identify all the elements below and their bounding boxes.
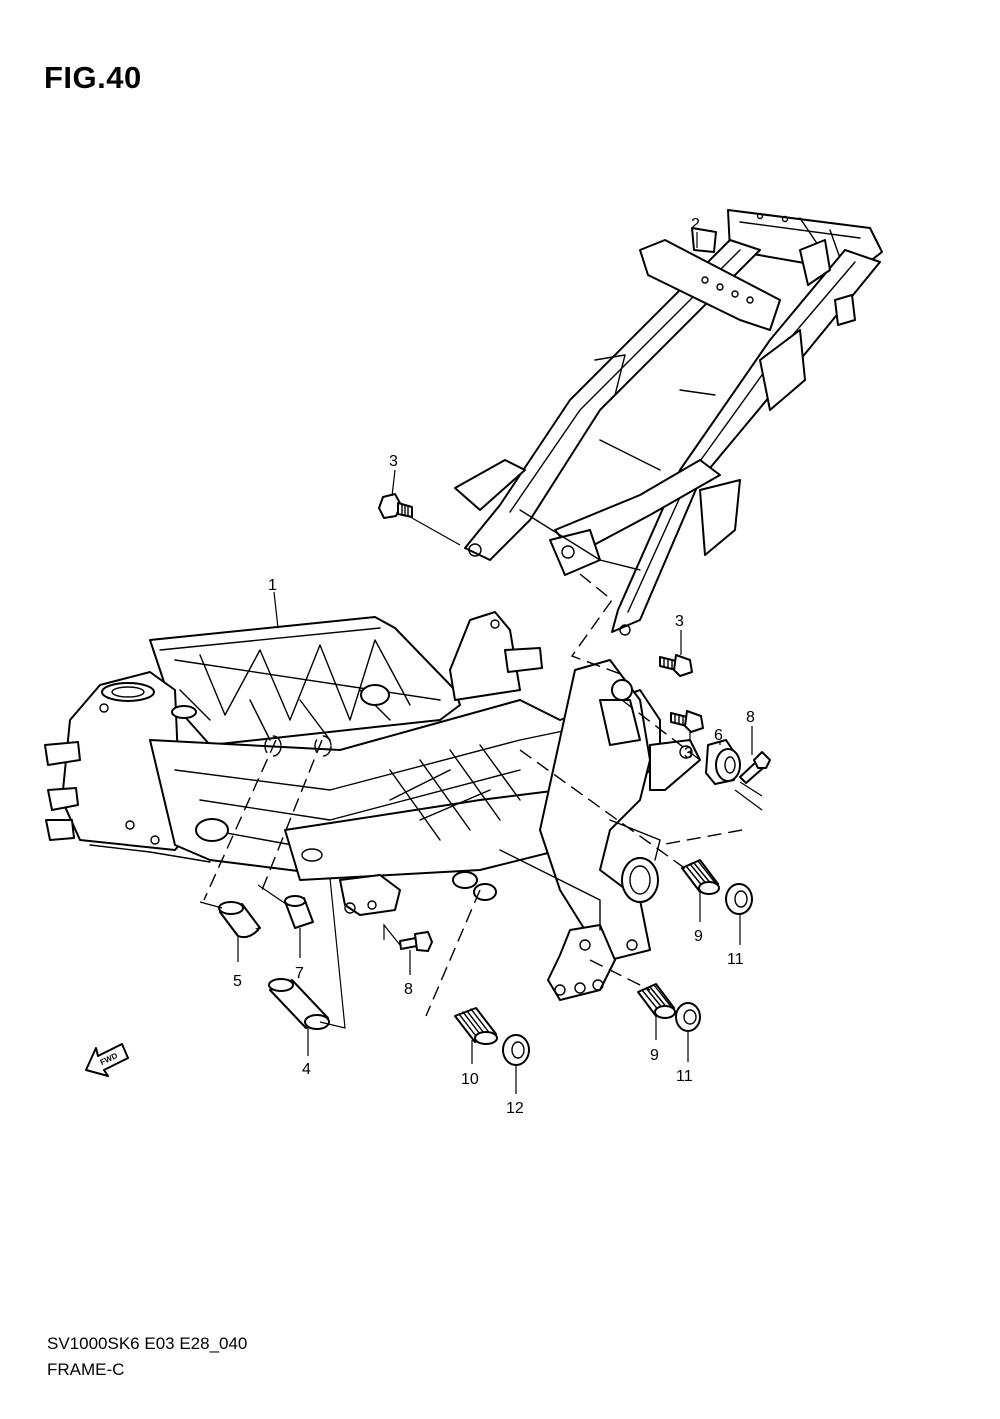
bolt-part-8a — [739, 751, 771, 784]
nut-part-11b — [675, 1002, 701, 1032]
bolt-part-3a — [378, 493, 413, 519]
callout-1: 1 — [268, 577, 277, 594]
callout-6: 6 — [714, 727, 723, 744]
callout-10: 10 — [461, 1071, 479, 1088]
spacer-part-4 — [268, 978, 330, 1030]
bracket-part-6 — [705, 739, 741, 785]
callout-9-b: 9 — [650, 1047, 659, 1064]
callout-3-c: 3 — [684, 745, 693, 762]
callout-7: 7 — [295, 965, 304, 982]
nut-part-12 — [502, 1034, 530, 1066]
callout-11-b: 11 — [676, 1068, 693, 1085]
callout-2: 2 — [691, 216, 700, 233]
bolt-part-3b — [659, 654, 693, 677]
callout-8-a: 8 — [746, 709, 755, 726]
callout-3-a: 3 — [389, 453, 398, 470]
seat-rail — [454, 209, 883, 636]
callout-5: 5 — [233, 973, 242, 990]
leader-lines — [199, 232, 763, 1094]
spacer-part-7 — [284, 895, 314, 929]
callout-labels: 1 2 3 3 3 4 5 6 7 8 8 9 9 10 11 11 12 — [233, 216, 755, 1117]
assembly-dashed-lines — [203, 573, 743, 1017]
adjuster-part-10 — [454, 1007, 498, 1045]
adjuster-part-9a — [681, 859, 720, 895]
diagram-code: SV1000SK6 E03 E28_040 — [47, 1334, 248, 1353]
spacer-part-5 — [218, 901, 261, 939]
nut-part-11a — [725, 883, 753, 915]
diagram-name: FRAME-C — [47, 1360, 125, 1379]
callout-12: 12 — [506, 1100, 524, 1117]
figure-title: FIG.40 — [44, 60, 142, 95]
callout-4: 4 — [302, 1061, 311, 1078]
callout-3-b: 3 — [675, 613, 684, 630]
callout-11-a: 11 — [727, 951, 744, 968]
main-frame — [44, 611, 701, 1001]
adjuster-part-9b — [637, 983, 676, 1019]
fwd-arrow-icon: FWD — [85, 1043, 129, 1077]
callout-8-b: 8 — [404, 981, 413, 998]
bolt-part-8b — [399, 931, 433, 952]
callout-9-a: 9 — [694, 928, 703, 945]
bolt-part-3c — [670, 710, 704, 733]
